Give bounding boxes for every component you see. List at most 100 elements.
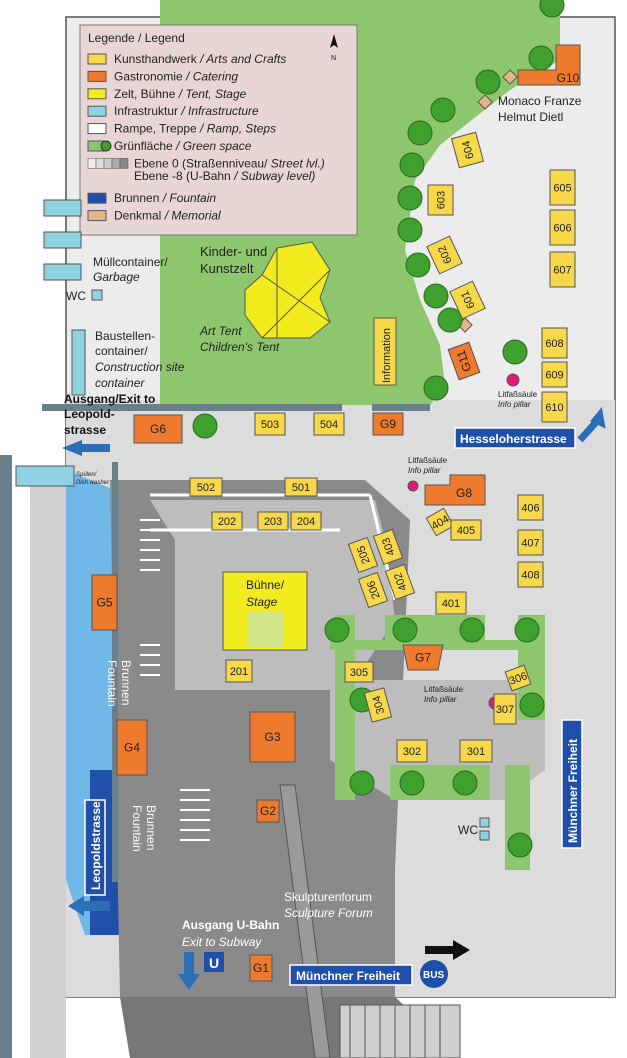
booth-403[interactable]: 403 xyxy=(372,528,404,566)
booth-502[interactable]: 502 xyxy=(189,477,223,497)
info-pillar-3-en: Info pillar xyxy=(424,695,457,704)
booth-306[interactable]: 306 xyxy=(504,664,532,692)
booth-501[interactable]: 501 xyxy=(284,477,318,497)
tree xyxy=(192,413,218,439)
booth-608[interactable]: 608 xyxy=(541,327,568,359)
wc-label-top: WC xyxy=(66,289,86,303)
garbage-label: Müllcontainer/ xyxy=(93,255,168,269)
booth-602[interactable]: 602 xyxy=(426,235,463,275)
garbage-containers xyxy=(43,199,82,281)
booth-305[interactable]: 305 xyxy=(344,661,374,683)
construction-label-3: Construction site xyxy=(95,360,185,374)
booth-408[interactable]: 408 xyxy=(517,561,544,588)
booth-label: G7 xyxy=(415,651,431,665)
booth-label: 401 xyxy=(442,598,460,610)
tree xyxy=(324,617,350,643)
legend-label: Grünfläche / Green space xyxy=(114,139,252,153)
garbage-label-en: Garbage xyxy=(93,270,140,284)
subway-u-label: U xyxy=(209,955,219,971)
booth-g7[interactable]: G7 xyxy=(402,644,444,671)
booth-label: 205 xyxy=(355,544,373,565)
booth-label: 203 xyxy=(264,516,282,528)
booth-304[interactable]: 304 xyxy=(363,687,393,723)
booth-302[interactable]: 302 xyxy=(396,739,428,763)
tree xyxy=(437,307,463,333)
information-label: Information xyxy=(381,328,393,383)
booth-g5[interactable]: G5 xyxy=(91,574,118,631)
booth-206[interactable]: 206 xyxy=(357,571,389,609)
booth-201[interactable]: 201 xyxy=(225,659,253,683)
booth-g4[interactable]: G4 xyxy=(116,719,148,776)
sign-leopold xyxy=(84,799,106,896)
legend-item: Ebene 0 (Straßenniveau/ Street lvl.) xyxy=(87,156,325,170)
dishwasher-label-1: Spülen/ xyxy=(76,472,98,478)
booth-g11[interactable]: G11 xyxy=(447,341,481,381)
booth-609[interactable]: 609 xyxy=(541,361,568,388)
booth-503[interactable]: 503 xyxy=(254,412,286,436)
booth-404[interactable]: 404 xyxy=(425,507,455,537)
booth-label: 609 xyxy=(545,370,563,382)
information-booth[interactable] xyxy=(373,317,397,386)
booth-g9[interactable]: G9 xyxy=(372,412,404,436)
tree xyxy=(397,217,423,243)
memorial-marker-2 xyxy=(502,69,518,85)
booth-label: 307 xyxy=(496,704,514,716)
booth-205[interactable]: 205 xyxy=(347,536,379,574)
booth-label: G1 xyxy=(253,961,269,975)
dishwasher-box xyxy=(15,465,75,487)
booth-603[interactable]: 603 xyxy=(427,184,454,216)
wc-box-lower-1 xyxy=(479,817,490,828)
booth-405[interactable]: 405 xyxy=(450,519,482,541)
booth-label: G8 xyxy=(456,486,472,500)
booth-label: G10 xyxy=(557,71,580,85)
sculpture-label-en: Sculpture Forum xyxy=(284,906,373,920)
booth-606[interactable]: 606 xyxy=(549,209,576,246)
north-arrow-icon: N xyxy=(330,34,338,62)
booth-605[interactable]: 605 xyxy=(549,169,576,206)
booth-g2[interactable]: G2 xyxy=(256,799,280,823)
sign-leopold-text: Leopoldstrasse xyxy=(89,801,103,890)
booth-202[interactable]: 202 xyxy=(211,511,243,531)
legend-item: Brunnen / Fountain xyxy=(87,191,216,205)
booth-g10[interactable]: G10 xyxy=(517,44,581,86)
booth-label: 302 xyxy=(403,746,421,758)
kids-tent[interactable] xyxy=(244,241,331,339)
booth-label: G6 xyxy=(150,422,166,436)
booth-601[interactable]: 601 xyxy=(449,280,486,320)
legend-label: Infrastruktur / Infrastructure xyxy=(114,104,259,118)
booth-407[interactable]: 407 xyxy=(517,529,544,556)
booth-203[interactable]: 203 xyxy=(257,511,289,531)
memorial-marker xyxy=(477,94,493,110)
booth-402[interactable]: 402 xyxy=(384,563,416,601)
booth-label: 201 xyxy=(230,666,248,678)
booth-g3[interactable]: G3 xyxy=(249,711,296,763)
sculpture-label-de: Skulpturenforum xyxy=(284,890,372,904)
booth-204[interactable]: 204 xyxy=(290,511,322,531)
sign-muenchner-vertical xyxy=(561,719,583,849)
sign-muenchner-vertical-text: Münchner Freiheit xyxy=(566,739,580,843)
booth-label: 206 xyxy=(365,579,383,600)
booth-label: 606 xyxy=(553,223,571,235)
kids-tent-label-1: Kinder- und xyxy=(200,244,267,259)
bus-label: BUS xyxy=(423,970,444,981)
legend-label: Gastronomie / Catering xyxy=(114,69,238,83)
booth-406[interactable]: 406 xyxy=(517,494,544,521)
tree xyxy=(399,152,425,178)
booth-504[interactable]: 504 xyxy=(313,412,345,436)
booth-301[interactable]: 301 xyxy=(459,739,493,763)
booth-g1[interactable]: G1 xyxy=(249,954,273,982)
stage-label-de: Bühne/ xyxy=(246,578,285,592)
booth-401[interactable]: 401 xyxy=(435,591,467,615)
booth-607[interactable]: 607 xyxy=(549,251,576,288)
exit-leopold-label-1: Ausgang/Exit to xyxy=(64,392,155,406)
booth-g8[interactable]: G8 xyxy=(424,474,486,506)
booth-610[interactable]: 610 xyxy=(541,391,568,423)
fountain-label-1: Brunnen xyxy=(119,660,133,705)
booth-g6[interactable]: G6 xyxy=(133,414,183,444)
booth-307[interactable]: 307 xyxy=(493,693,517,725)
booth-label: 604 xyxy=(460,139,476,160)
booth-604[interactable]: 604 xyxy=(450,131,485,169)
booth-label: 607 xyxy=(553,265,571,277)
